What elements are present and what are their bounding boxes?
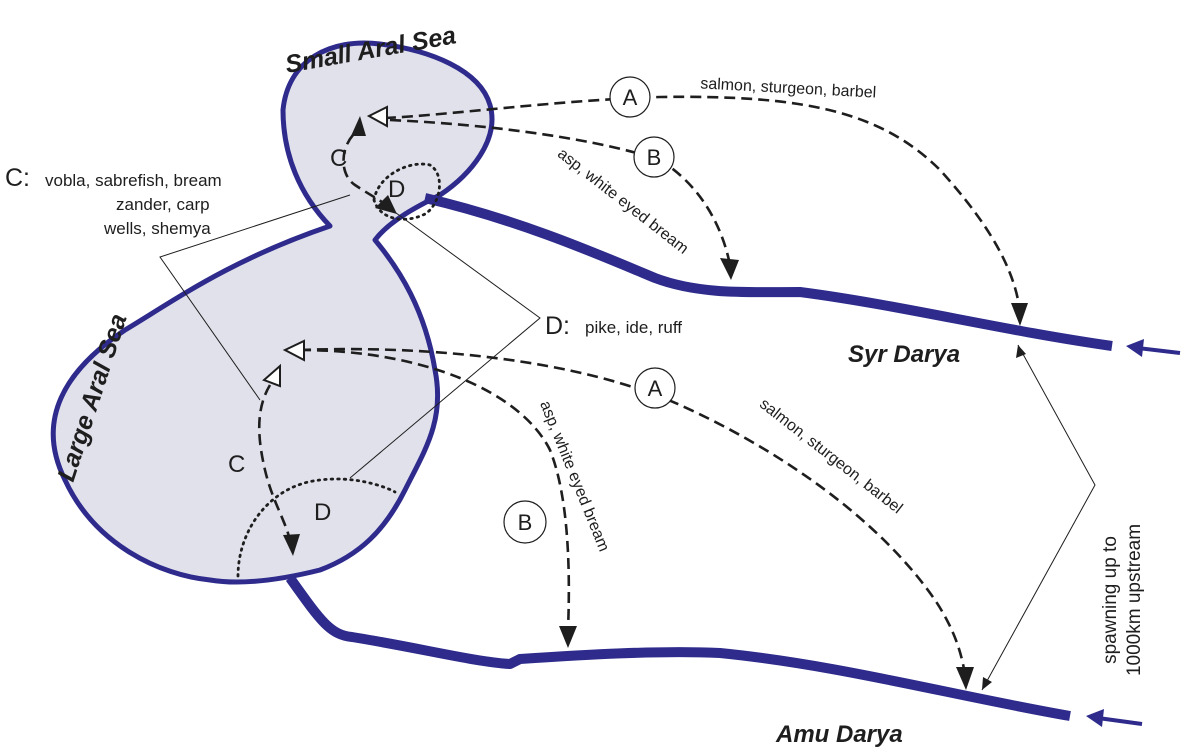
syr-darya-inflow-arrow (1126, 339, 1181, 357)
large-sea-d-zone (236, 477, 397, 578)
spawning-note-line-2: 1000km upstream (1124, 524, 1145, 676)
small-sea-d-letter: D (388, 176, 405, 203)
c-key-letter: C: (5, 164, 30, 192)
amu-darya-label: Amu Darya (775, 721, 903, 748)
marker-a-upper: A (609, 76, 651, 118)
small-sea-c-down-arrowhead (375, 195, 397, 214)
large-sea-a-path (299, 347, 967, 676)
svg-text:B: B (518, 510, 533, 535)
small-sea-c-letter: C (330, 145, 347, 172)
spawning-note-line-1: spawning up to (1100, 536, 1121, 664)
d-leader-line (349, 209, 541, 479)
marker-a-lower: A (634, 367, 676, 409)
large-sea-c-letter: C (228, 451, 245, 478)
large-sea-d-letter: D (314, 499, 331, 526)
syr-darya-label: Syr Darya (848, 341, 960, 368)
large-sea-a-arrowhead (956, 667, 974, 690)
marker-b-lower: B (503, 500, 547, 544)
spawning-arrowhead-syr (1016, 345, 1026, 358)
svg-text:A: A (648, 376, 663, 401)
amu-darya-river (285, 575, 1071, 721)
marker-b-upper: B (633, 136, 675, 178)
c-species-line-3: wells, shemya (103, 219, 211, 238)
large-sea-c-up-arrowhead (262, 363, 281, 388)
d-key-letter: D: (545, 312, 570, 340)
syr-darya-river (423, 193, 1113, 351)
svg-text:A: A (623, 85, 638, 110)
small-sea-d-zone (372, 162, 441, 221)
large-sea-b-species: asp, white eyed bream (536, 398, 612, 554)
svg-text:B: B (647, 145, 662, 170)
large-sea-c-path (257, 384, 292, 541)
spawning-bracket-line (981, 344, 1096, 691)
c-leader-line (159, 194, 351, 401)
small-sea-b-arrowhead (720, 258, 739, 280)
amu-darya-inflow-arrow (1086, 709, 1143, 727)
large-sea-c-down-arrowhead (283, 534, 300, 556)
small-sea-c-up-arrowhead (351, 116, 366, 136)
aral-sea-outline (50, 40, 495, 585)
large-sea-b-arrowhead (559, 626, 577, 648)
c-species-line-1: vobla, sabrefish, bream (45, 171, 222, 190)
d-species: pike, ide, ruff (585, 318, 682, 337)
small-sea-c-path (342, 134, 387, 207)
large-sea-b-path (299, 348, 571, 631)
small-sea-a-origin-arrowhead (366, 105, 388, 128)
small-sea-a-arrowhead (1011, 303, 1028, 326)
spawning-arrowhead-amu (982, 677, 992, 690)
small-sea-a-path (384, 95, 1022, 313)
c-species-line-2: zander, carp (116, 195, 210, 214)
large-sea-a-origin-arrowhead (282, 339, 305, 362)
